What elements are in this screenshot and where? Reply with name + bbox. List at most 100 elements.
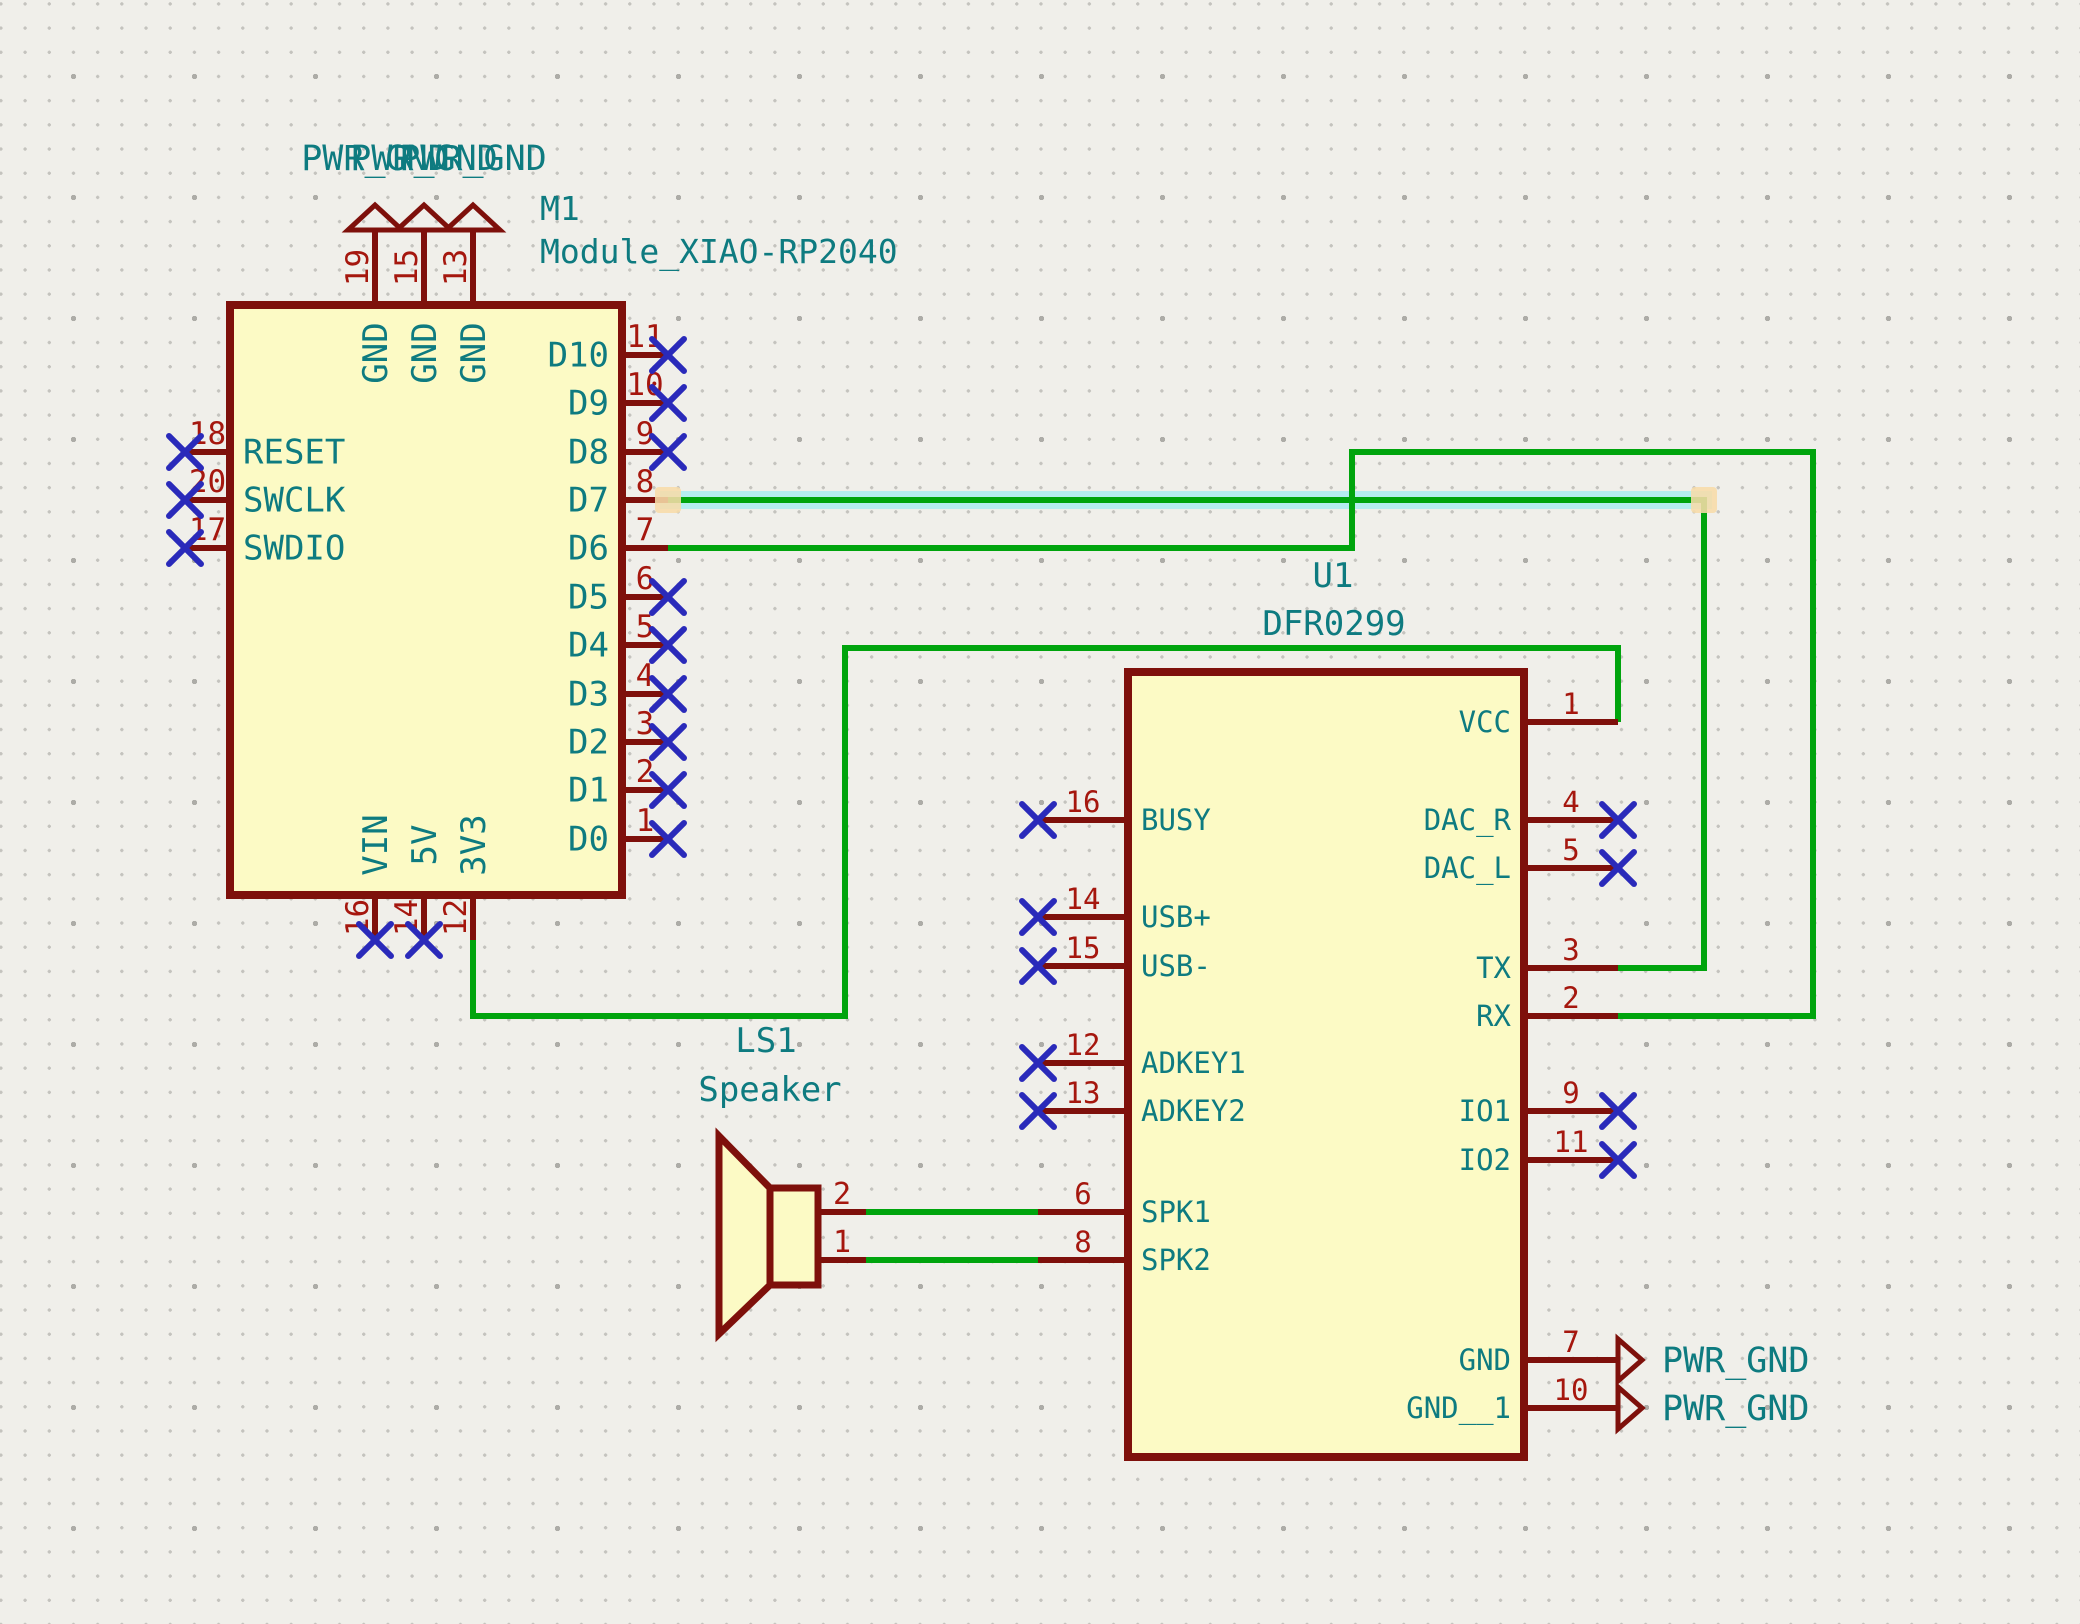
- m1-pin-name-SWCLK: SWCLK: [243, 481, 346, 521]
- no-connect-x-icon[interactable]: [1599, 1141, 1637, 1179]
- m1-pin-name-GND: GND: [454, 322, 494, 383]
- no-connect-x-icon[interactable]: [1599, 1092, 1637, 1130]
- no-connect-x-icon[interactable]: [1019, 1092, 1057, 1130]
- net-label-pwr-gnd-right-1[interactable]: PWR_GND: [1662, 1389, 1810, 1429]
- no-connect-x-icon[interactable]: [1599, 801, 1637, 839]
- ls1-body[interactable]: [766, 1184, 822, 1289]
- m1-reference-label[interactable]: M1: [540, 189, 580, 228]
- m1-pin-name-SWDIO: SWDIO: [243, 529, 345, 569]
- u1-symbol: 16BUSY14USB+15USB-12ADKEY113ADKEY26SPK18…: [1038, 556, 1646, 1461]
- u1-pin-name-RX: RX: [1476, 999, 1511, 1033]
- u1-pin-name-BUSY: BUSY: [1141, 803, 1211, 837]
- no-connect-x-icon[interactable]: [649, 384, 687, 422]
- u1-pin-number-16: 16: [1066, 785, 1101, 819]
- m1-pin-number-2: 2: [636, 754, 655, 790]
- u1-pin-number-15: 15: [1066, 931, 1101, 965]
- no-connect-x-icon[interactable]: [1019, 1044, 1057, 1082]
- m1-pin-number-10: 10: [626, 367, 663, 403]
- m1-pin-name-D6: D6: [568, 529, 609, 569]
- no-connect-x-icon[interactable]: [649, 723, 687, 761]
- u1-value-label[interactable]: DFR0299: [1262, 604, 1405, 644]
- m1-pin-number-11: 11: [626, 319, 663, 355]
- ls1-value-label[interactable]: Speaker: [698, 1070, 841, 1110]
- u1-pin-number-11: 11: [1554, 1125, 1589, 1159]
- u1-pin-name-GND__1: GND__1: [1406, 1391, 1511, 1426]
- m1-pin-name-5V: 5V: [405, 825, 445, 866]
- m1-pin-name-D2: D2: [568, 723, 609, 763]
- no-connect-x-icon[interactable]: [649, 578, 687, 616]
- no-connect-x-icon[interactable]: [649, 771, 687, 809]
- u1-pin-name-IO2: IO2: [1459, 1143, 1511, 1177]
- no-connect-x-icon[interactable]: [649, 336, 687, 374]
- u1-pin-name-SPK2: SPK2: [1141, 1243, 1211, 1277]
- u1-pin-number-4: 4: [1562, 785, 1579, 819]
- pwr-gnd-flag-icon[interactable]: [1615, 1333, 1646, 1387]
- m1-pin-name-D10: D10: [548, 336, 609, 376]
- u1-pin-number-2: 2: [1562, 981, 1579, 1015]
- m1-pin-name-D3: D3: [568, 675, 609, 715]
- no-connect-x-icon[interactable]: [1019, 898, 1057, 936]
- no-connect-x-icon[interactable]: [649, 820, 687, 858]
- pwr-gnd-flag-icon[interactable]: [439, 201, 507, 233]
- m1-pin-number-14: 14: [389, 899, 425, 936]
- net-label-pwr-gnd-top-0[interactable]: PWR_GND: [301, 139, 449, 179]
- m1-pin-name-GND: GND: [405, 322, 445, 383]
- m1-pin-name-D4: D4: [568, 626, 609, 666]
- no-connect-x-icon[interactable]: [649, 626, 687, 664]
- no-connect-x-icon[interactable]: [166, 481, 204, 519]
- no-connect-x-icon[interactable]: [405, 921, 443, 959]
- u1-pin-number-7: 7: [1562, 1325, 1579, 1359]
- wire-3v3-vcc[interactable]: [470, 645, 1621, 1019]
- u1-pin-number-5: 5: [1562, 833, 1579, 867]
- no-connect-x-icon[interactable]: [166, 433, 204, 471]
- net-label-pwr-gnd-top-1[interactable]: PWR_GND: [350, 139, 498, 179]
- u1-pin-number-8: 8: [1074, 1225, 1091, 1259]
- no-connect-x-icon[interactable]: [1599, 849, 1637, 887]
- m1-pin-number-12: 12: [438, 899, 474, 936]
- u1-pin-number-13: 13: [1066, 1076, 1101, 1110]
- pwr-gnd-flag-icon[interactable]: [1615, 1381, 1646, 1435]
- ls1-reference-label[interactable]: LS1: [735, 1021, 796, 1061]
- no-connect-x-icon[interactable]: [356, 921, 394, 959]
- ls1-pin-number-2: 2: [833, 1177, 851, 1212]
- u1-reference-label[interactable]: U1: [1313, 556, 1354, 596]
- u1-pin-name-TX: TX: [1476, 951, 1511, 985]
- m1-pin-name-VIN: VIN: [356, 814, 396, 875]
- m1-value-label[interactable]: Module_XIAO-RP2040: [540, 232, 898, 272]
- no-connect-x-icon[interactable]: [1019, 947, 1057, 985]
- u1-pin-name-VCC: VCC: [1459, 705, 1511, 739]
- net-label-pwr-gnd-top-2[interactable]: PWR_GND: [399, 139, 547, 179]
- u1-pin-number-12: 12: [1066, 1028, 1101, 1062]
- no-connect-x-icon[interactable]: [649, 675, 687, 713]
- m1-pin-number-3: 3: [636, 706, 655, 742]
- ls1-pin-number-1: 1: [833, 1225, 851, 1260]
- ls1-speaker-horn[interactable]: [715, 1127, 774, 1343]
- highlight-endpoint-marker: [655, 487, 681, 513]
- m1-body[interactable]: [226, 301, 626, 899]
- no-connect-x-icon[interactable]: [1019, 801, 1057, 839]
- wire-d7-tx[interactable]: [668, 497, 1707, 971]
- net-label-pwr-gnd-right-0[interactable]: PWR_GND: [1662, 1341, 1810, 1381]
- m1-pin-name-GND: GND: [356, 322, 396, 383]
- u1-pin-name-USB-: USB-: [1141, 949, 1211, 983]
- m1-pin-name-3V3: 3V3: [454, 814, 494, 875]
- u1-body[interactable]: [1124, 668, 1528, 1461]
- m1-pin-name-D0: D0: [568, 820, 609, 860]
- no-connect-x-icon[interactable]: [166, 529, 204, 567]
- u1-pin-number-3: 3: [1562, 933, 1579, 967]
- wire-d6-rx[interactable]: [668, 449, 1816, 1019]
- u1-pin-number-9: 9: [1562, 1076, 1579, 1110]
- u1-pin-name-DAC_L: DAC_L: [1424, 851, 1511, 886]
- pwr-gnd-flag-icon[interactable]: [341, 201, 409, 233]
- no-connect-x-icon[interactable]: [649, 433, 687, 471]
- u1-pin-name-USB+: USB+: [1141, 900, 1211, 934]
- pwr-gnd-flag-icon[interactable]: [390, 201, 458, 233]
- u1-pin-number-14: 14: [1066, 882, 1101, 916]
- u1-pin-number-6: 6: [1074, 1177, 1091, 1211]
- u1-pin-name-ADKEY1: ADKEY1: [1141, 1046, 1246, 1080]
- m1-pin-name-D9: D9: [568, 384, 609, 424]
- u1-pin-name-DAC_R: DAC_R: [1424, 803, 1512, 838]
